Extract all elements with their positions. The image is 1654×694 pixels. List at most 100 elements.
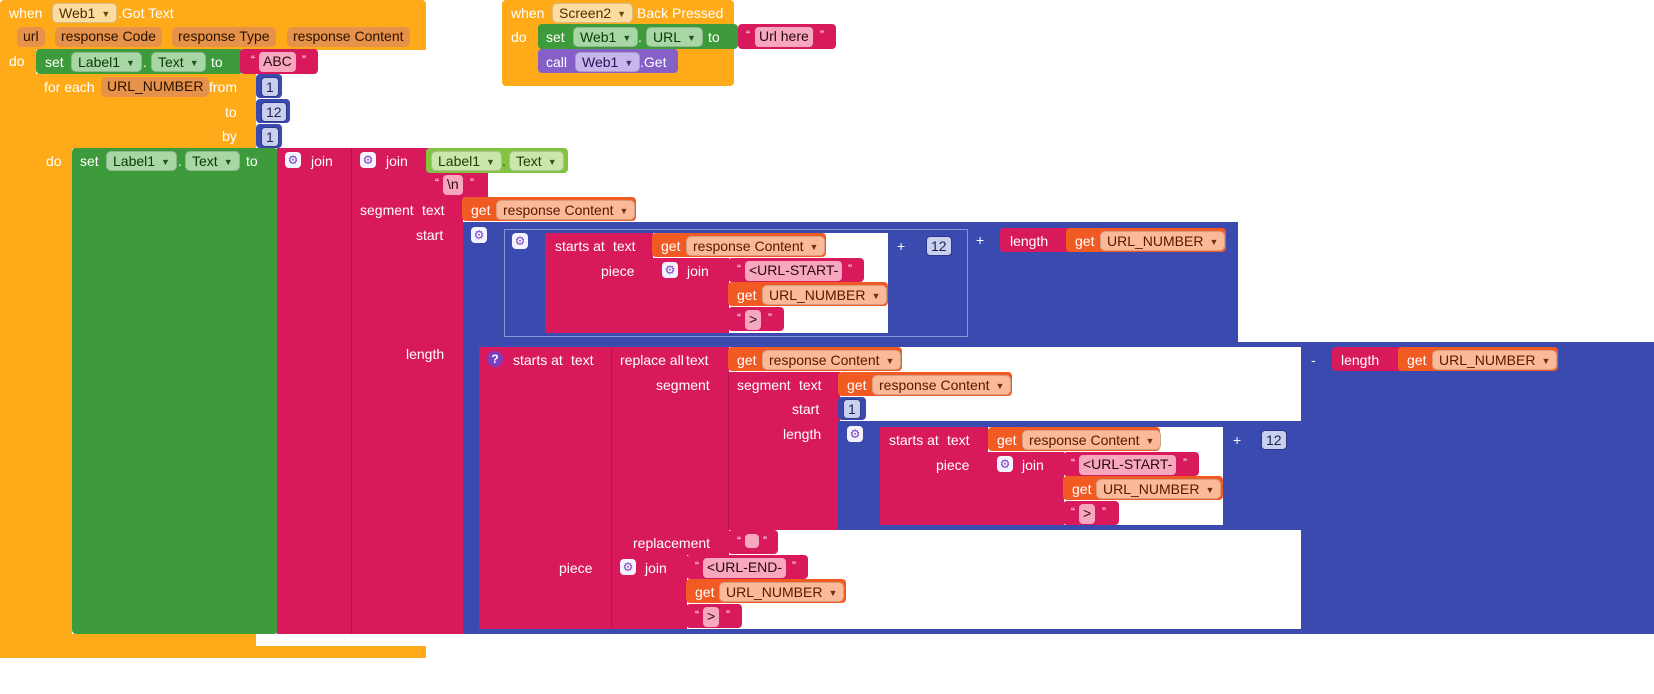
quote-close: ” bbox=[302, 53, 306, 67]
quote-close: ” bbox=[792, 559, 796, 573]
quote-close: ” bbox=[820, 28, 824, 42]
property-dropdown-text[interactable]: Text▼ bbox=[185, 151, 240, 171]
starts-at-block[interactable] bbox=[880, 427, 988, 525]
string-value-url-here[interactable]: Url here bbox=[755, 27, 813, 47]
starts-at-label: starts at bbox=[555, 238, 605, 254]
segment-inner-block[interactable] bbox=[728, 372, 840, 530]
set-label1-text-inner-block[interactable] bbox=[72, 148, 278, 634]
param-url[interactable]: url bbox=[17, 27, 45, 47]
component-dropdown-label1[interactable]: Label1▼ bbox=[431, 151, 502, 171]
start-label: start bbox=[792, 401, 820, 417]
gear-icon[interactable]: ⚙ bbox=[662, 262, 678, 278]
to-value[interactable]: 12 bbox=[261, 102, 287, 122]
text-label: text bbox=[422, 202, 445, 218]
string-value-gt[interactable]: > bbox=[703, 607, 720, 627]
number-12[interactable]: 12 bbox=[926, 236, 952, 256]
chevron-down-icon: ▼ bbox=[687, 33, 696, 43]
variable-name: response Content bbox=[879, 377, 990, 393]
event-name: .Got Text bbox=[118, 5, 174, 21]
quote-close: ” bbox=[1183, 456, 1187, 470]
starts-at-block[interactable] bbox=[545, 233, 653, 333]
text-label: text bbox=[947, 432, 970, 448]
gear-icon[interactable]: ⚙ bbox=[471, 227, 487, 243]
string-value-url-end[interactable]: <URL-END- bbox=[703, 558, 787, 578]
segment-label: segment bbox=[360, 202, 414, 218]
by-value[interactable]: 1 bbox=[261, 127, 279, 147]
string-value-gt[interactable]: > bbox=[1079, 504, 1096, 524]
param-response-code[interactable]: response Code bbox=[55, 27, 162, 47]
variable-dropdown-url-number[interactable]: URL_NUMBER▼ bbox=[1100, 231, 1226, 251]
chevron-down-icon: ▼ bbox=[1209, 237, 1219, 247]
gear-icon[interactable]: ⚙ bbox=[847, 426, 863, 442]
component-name: Label1 bbox=[78, 54, 121, 70]
starts-at-label: starts at bbox=[513, 352, 563, 368]
get-label: get bbox=[737, 287, 757, 303]
quote-close: ” bbox=[768, 311, 772, 325]
quote-open: “ bbox=[435, 176, 439, 190]
variable-name: response Content bbox=[769, 352, 880, 368]
string-value-newline[interactable]: \n bbox=[443, 175, 463, 195]
param-response-content[interactable]: response Content bbox=[287, 27, 410, 47]
do-label: do bbox=[511, 29, 527, 45]
variable-dropdown-url-number[interactable]: URL_NUMBER▼ bbox=[762, 285, 888, 305]
chevron-down-icon: ▼ bbox=[809, 242, 819, 252]
component-dropdown-web1[interactable]: Web1▼ bbox=[575, 52, 641, 72]
get-label: get bbox=[1072, 481, 1092, 497]
join-outer-block[interactable] bbox=[277, 148, 463, 634]
variable-dropdown-response-content[interactable]: response Content▼ bbox=[762, 350, 902, 370]
replace-all-lower-block[interactable] bbox=[611, 530, 729, 555]
variable-dropdown-url-number[interactable]: URL_NUMBER▼ bbox=[1432, 350, 1558, 370]
component-dropdown-screen2[interactable]: Screen2▼ bbox=[552, 3, 634, 23]
variable-dropdown-response-content[interactable]: response Content ▼ bbox=[872, 375, 1012, 395]
chevron-down-icon: ▼ bbox=[619, 206, 629, 216]
gear-icon[interactable]: ⚙ bbox=[997, 456, 1013, 472]
variable-dropdown-url-number[interactable]: URL_NUMBER▼ bbox=[1096, 479, 1222, 499]
variable-name: URL_NUMBER bbox=[1103, 481, 1200, 497]
replace-all-block[interactable] bbox=[611, 347, 729, 531]
property-dropdown-url[interactable]: URL ▼ bbox=[646, 27, 703, 47]
minus-operator: - bbox=[1311, 352, 1316, 368]
quote-close: ” bbox=[470, 176, 474, 190]
quote-open: “ bbox=[746, 28, 750, 42]
loop-variable-url-number[interactable]: URL_NUMBER bbox=[101, 77, 210, 97]
string-value-empty[interactable] bbox=[745, 534, 759, 548]
quote-open: “ bbox=[1071, 456, 1075, 470]
piece-label: piece bbox=[936, 457, 970, 473]
number-12[interactable]: 12 bbox=[1261, 430, 1287, 450]
loop-do-label: do bbox=[46, 153, 62, 169]
gear-icon[interactable]: ⚙ bbox=[285, 152, 301, 168]
starts-at-block[interactable] bbox=[479, 347, 611, 629]
start-value[interactable]: 1 bbox=[843, 399, 861, 419]
get-label: get bbox=[737, 352, 757, 368]
component-dropdown-web1[interactable]: Web1▼ bbox=[573, 27, 639, 47]
component-dropdown-label1[interactable]: Label1▼ bbox=[106, 151, 177, 171]
string-value-url-start[interactable]: <URL-START- bbox=[745, 261, 843, 281]
property-dropdown-text[interactable]: Text▼ bbox=[509, 151, 564, 171]
variable-dropdown-response-content[interactable]: response Content▼ bbox=[1022, 430, 1162, 450]
property-name: URL bbox=[653, 29, 682, 45]
component-dropdown-web1[interactable]: Web1▼ bbox=[52, 3, 118, 23]
by-label: by bbox=[222, 128, 237, 144]
variable-dropdown-response-content[interactable]: response Content▼ bbox=[496, 200, 636, 220]
variable-dropdown-url-number[interactable]: URL_NUMBER▼ bbox=[719, 582, 845, 602]
help-icon[interactable]: ? bbox=[487, 351, 503, 367]
string-value-gt[interactable]: > bbox=[745, 310, 762, 330]
string-value-url-start[interactable]: <URL-START- bbox=[1079, 455, 1177, 475]
param-response-type[interactable]: response Type bbox=[172, 27, 276, 47]
variable-dropdown-response-content[interactable]: response Content▼ bbox=[686, 236, 826, 256]
string-value-abc[interactable]: ABC bbox=[259, 52, 296, 72]
component-dropdown-label1[interactable]: Label1▼ bbox=[71, 52, 142, 72]
from-value[interactable]: 1 bbox=[261, 77, 279, 97]
piece-label: piece bbox=[601, 263, 635, 279]
property-name: Text bbox=[516, 153, 542, 169]
length-label: length bbox=[783, 426, 822, 442]
chevron-down-icon: ▼ bbox=[995, 381, 1005, 391]
gear-icon[interactable]: ⚙ bbox=[620, 559, 636, 575]
property-dropdown-text[interactable]: Text▼ bbox=[151, 52, 206, 72]
variable-name: URL_NUMBER bbox=[726, 584, 823, 600]
method-name: .Get bbox=[640, 54, 667, 70]
quote-open: “ bbox=[737, 262, 741, 276]
gear-icon[interactable]: ⚙ bbox=[360, 152, 376, 168]
chevron-down-icon: ▼ bbox=[1145, 436, 1155, 446]
gear-icon[interactable]: ⚙ bbox=[512, 233, 528, 249]
